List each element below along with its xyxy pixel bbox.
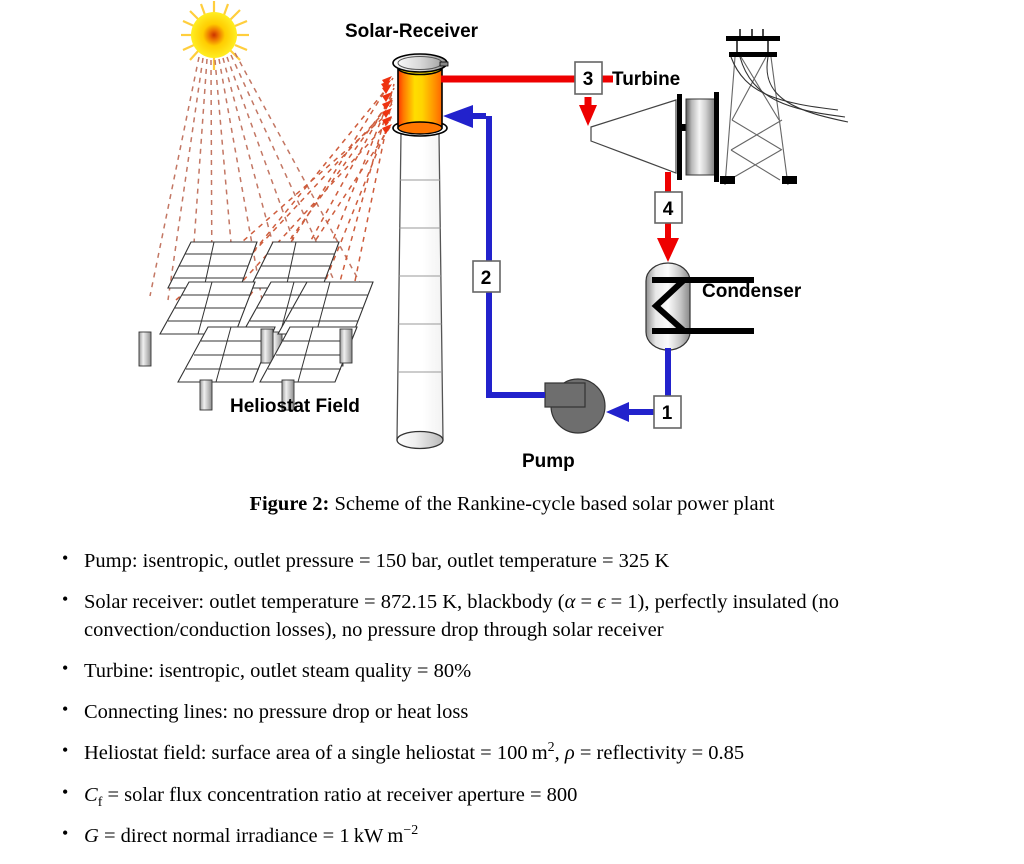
figure-caption-text: Scheme of the Rankine-cycle based solar … bbox=[329, 493, 775, 515]
figure-diagram: Solar-Receiver 3 Turbine bbox=[138, 1, 849, 472]
assumption-item-connecting-lines: Connecting lines: no pressure drop or he… bbox=[56, 698, 981, 726]
condenser-unit bbox=[645, 262, 754, 351]
turbine-unit bbox=[590, 94, 689, 180]
solar-tower bbox=[396, 132, 444, 450]
assumption-item-irradiance: G = direct normal irradiance = 1 kW m−2 bbox=[56, 822, 981, 850]
reflected-ray-arrowheads bbox=[381, 76, 392, 134]
figure-caption-label: Figure 2: bbox=[249, 493, 330, 515]
heliostat bbox=[259, 326, 358, 411]
turbine-label: Turbine bbox=[612, 69, 680, 90]
figure-caption: Figure 2: Scheme of the Rankine-cycle ba… bbox=[0, 492, 1024, 518]
heliostat-field-group bbox=[138, 241, 374, 411]
state-point-3: 3 bbox=[574, 61, 603, 95]
svg-text:2: 2 bbox=[481, 268, 492, 289]
svg-text:4: 4 bbox=[663, 199, 674, 220]
transmission-tower-icon bbox=[720, 29, 849, 186]
hot-steam-line bbox=[441, 75, 613, 126]
assumption-item-pump: Pump: isentropic, outlet pressure = 150 … bbox=[56, 547, 981, 575]
heliostat bbox=[177, 326, 276, 411]
assumption-item-heliostat-field: Heliostat field: surface area of a singl… bbox=[56, 739, 981, 767]
svg-text:1: 1 bbox=[662, 403, 673, 424]
state-point-4: 4 bbox=[654, 191, 683, 224]
incident-solar-rays bbox=[149, 52, 366, 301]
condenser-label: Condenser bbox=[702, 281, 802, 302]
turbine-exit-line bbox=[657, 172, 679, 262]
heliostat-field-label: Heliostat Field bbox=[230, 396, 360, 417]
state-point-2: 2 bbox=[472, 260, 501, 293]
solar-receiver-label: Solar-Receiver bbox=[345, 21, 479, 42]
pump-unit bbox=[544, 378, 606, 434]
feedwater-line bbox=[443, 105, 545, 398]
heliostat bbox=[138, 281, 256, 367]
assumption-item-solar-receiver: Solar receiver: outlet temperature = 872… bbox=[56, 588, 981, 644]
condensate-line bbox=[606, 348, 671, 422]
assumptions-bullet-list: Pump: isentropic, outlet pressure = 150 … bbox=[56, 547, 981, 850]
assumption-item-concentration-ratio: Cf = solar flux concentration ratio at r… bbox=[56, 780, 981, 809]
solar-receiver-unit bbox=[392, 53, 449, 137]
assumptions-list: Pump: isentropic, outlet pressure = 150 … bbox=[56, 547, 981, 864]
sun-icon bbox=[181, 1, 249, 70]
pump-label: Pump bbox=[522, 451, 575, 472]
state-point-1: 1 bbox=[653, 395, 682, 429]
generator-unit bbox=[685, 92, 719, 182]
assumption-item-turbine: Turbine: isentropic, outlet steam qualit… bbox=[56, 657, 981, 685]
svg-text:3: 3 bbox=[583, 69, 594, 90]
